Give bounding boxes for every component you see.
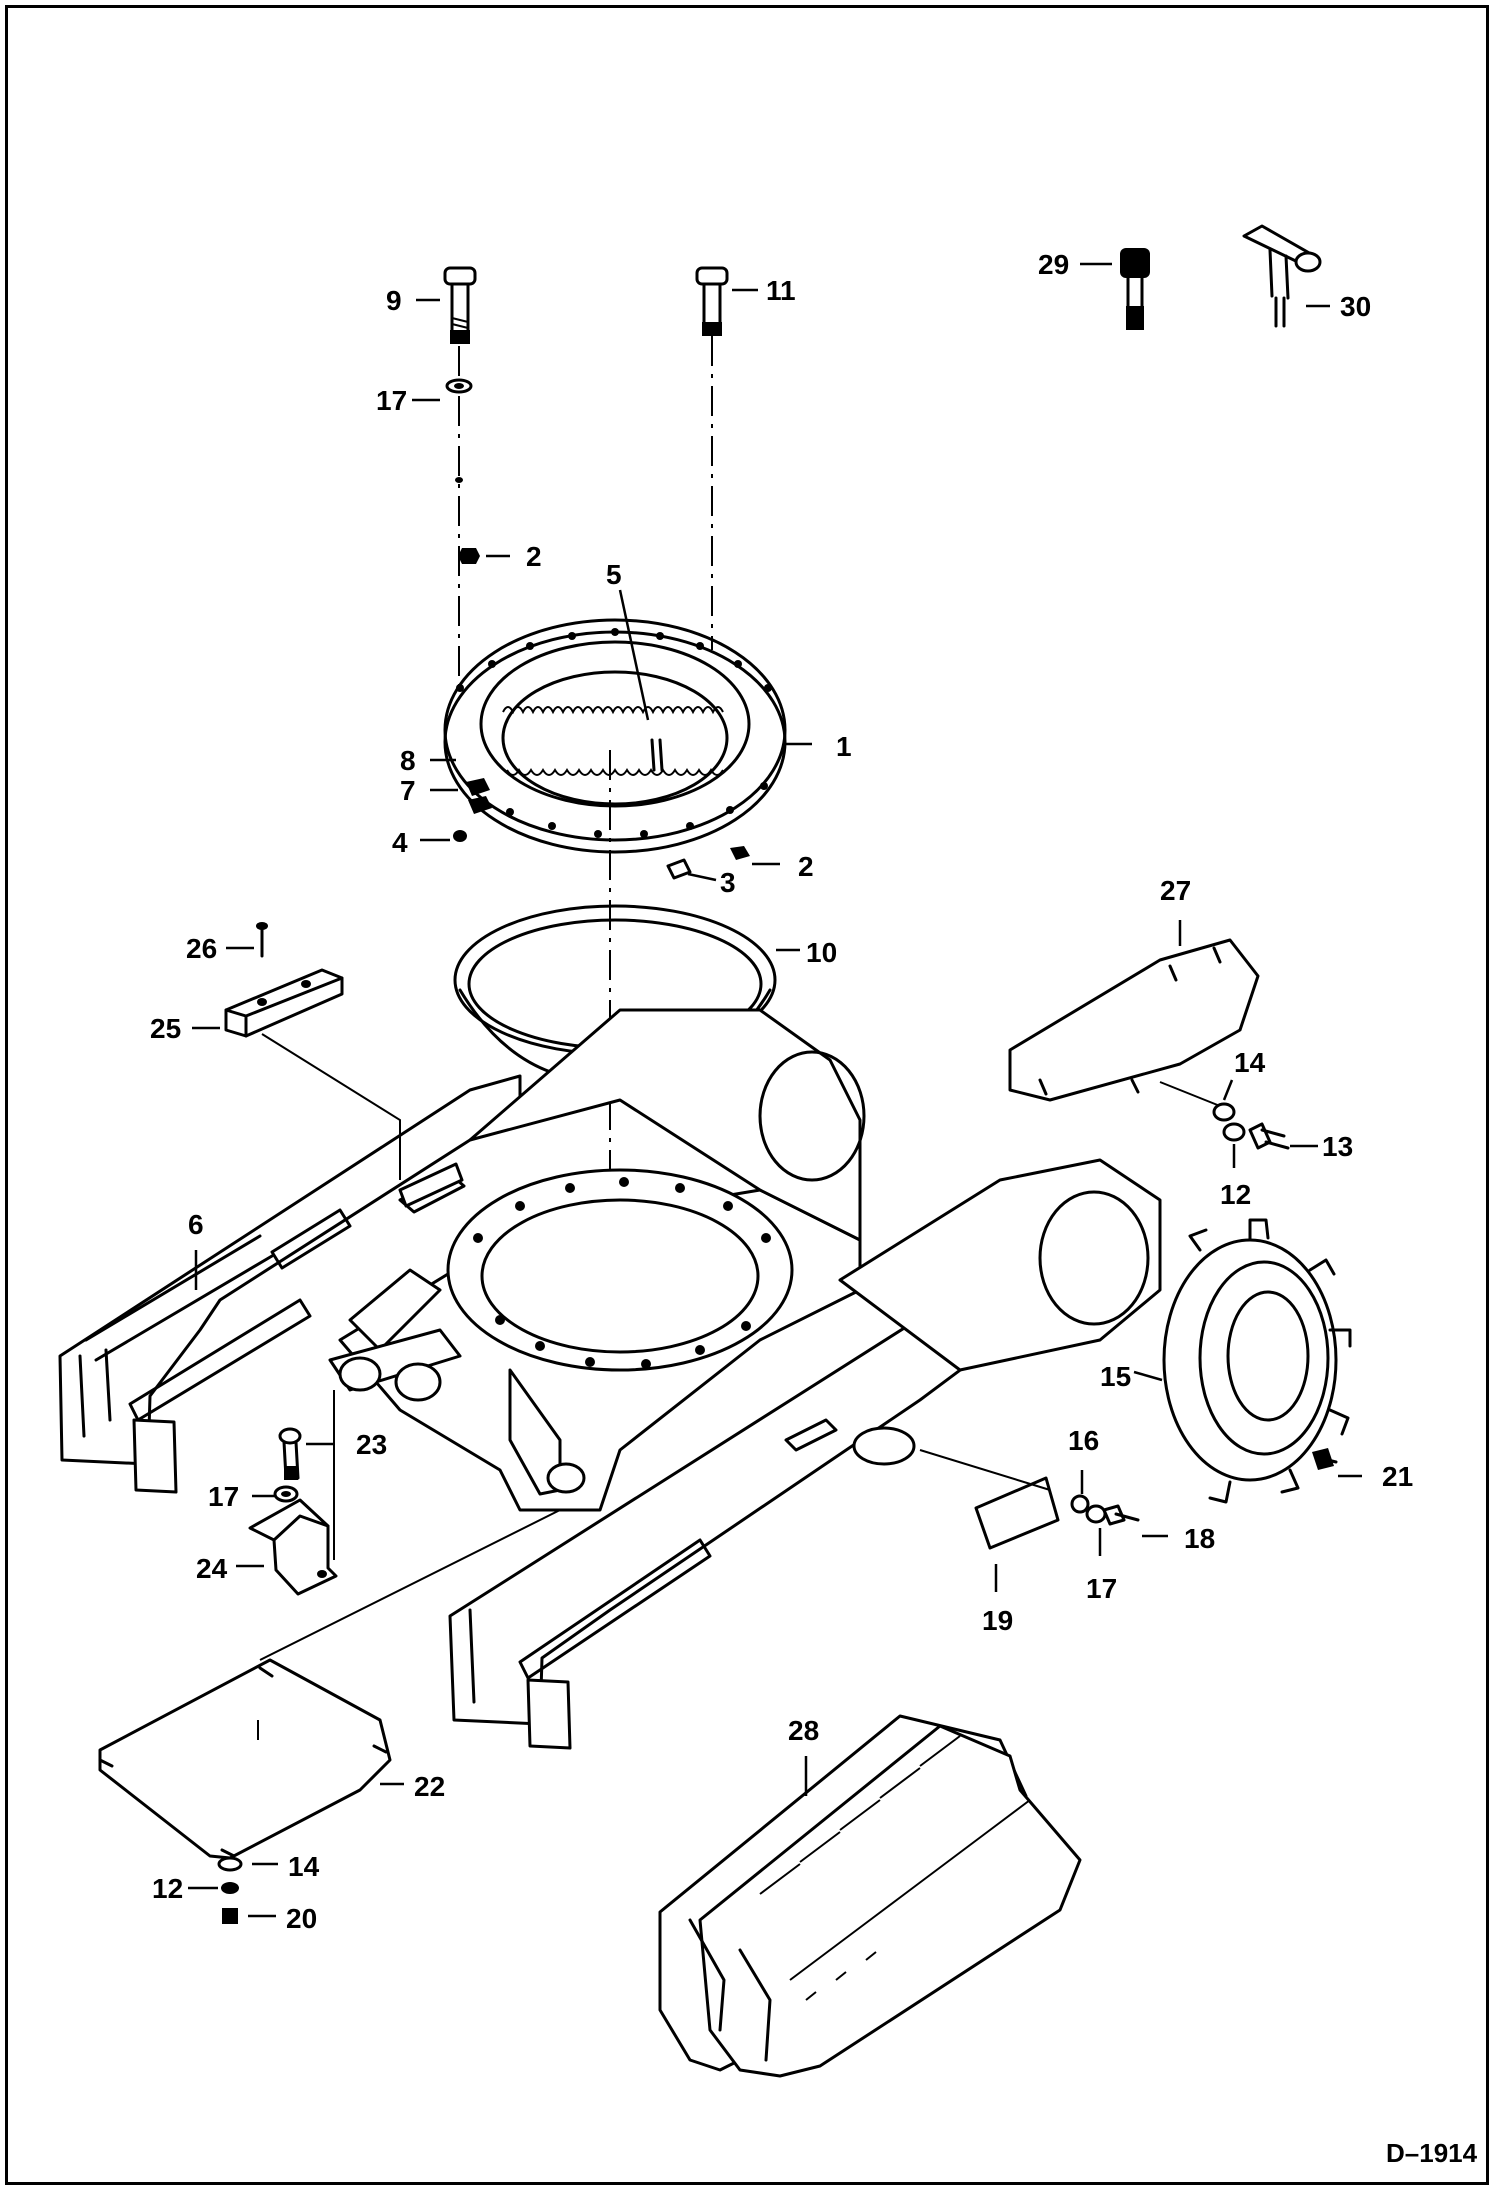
sprocket-15-part [1162, 1218, 1352, 1504]
callout-14-left: 14 [288, 1851, 320, 1882]
callout-7: 7 [400, 775, 416, 806]
cover-27-part [1008, 938, 1260, 1102]
bolt-23-part [278, 1427, 302, 1480]
bolt-29-part [1120, 248, 1150, 330]
swing-bearing-1-part [443, 618, 787, 854]
callout-17-top: 17 [376, 385, 407, 416]
dowel-3-part [666, 858, 692, 880]
bolt-9-part [443, 266, 477, 344]
callout-4: 4 [392, 827, 408, 858]
bolt-11-part [695, 266, 729, 336]
callout-26: 26 [186, 933, 217, 964]
callout-1: 1 [836, 731, 852, 762]
plate-19-part [974, 1476, 1060, 1550]
washer-17-right-part [1085, 1504, 1107, 1524]
under-cover-22-part [98, 1658, 392, 1860]
grease-fitting-7-8-part [466, 778, 492, 814]
callout-15: 15 [1100, 1361, 1131, 1392]
callout-9: 9 [386, 285, 402, 316]
callout-11: 11 [766, 275, 796, 306]
callout-18: 18 [1184, 1523, 1215, 1554]
rubber-track-28-part [658, 1714, 1082, 2078]
callout-2-lower: 2 [798, 851, 814, 882]
pin-5-part [650, 738, 664, 772]
callout-27: 27 [1160, 875, 1191, 906]
washer-12-left-part [221, 1882, 239, 1894]
callout-20: 20 [286, 1903, 317, 1934]
callout-14-right: 14 [1234, 1047, 1266, 1078]
callout-17-right: 17 [1086, 1573, 1117, 1604]
callout-22: 22 [414, 1771, 445, 1802]
callout-28: 28 [788, 1715, 819, 1746]
plug-4-part [453, 830, 467, 842]
bolt-26-part [256, 922, 268, 958]
callout-23: 23 [356, 1429, 387, 1460]
callout-30: 30 [1340, 291, 1371, 322]
callout-8: 8 [400, 745, 416, 776]
washer-12-right-part [1222, 1122, 1246, 1142]
washer-16-part [1070, 1494, 1090, 1514]
washer-17-left-part [273, 1485, 299, 1503]
callout-12-left: 12 [152, 1873, 183, 1904]
callout-3: 3 [720, 867, 736, 898]
figure-reference: D–1914 [1386, 2138, 1478, 2168]
callout-10: 10 [806, 937, 837, 968]
nut-2-top-part [458, 548, 480, 564]
callout-29: 29 [1038, 249, 1069, 280]
washer-14-left-part [217, 1856, 243, 1872]
bolt-13-part [1248, 1122, 1290, 1150]
nut-2-lower-part [730, 846, 750, 860]
callout-6: 6 [188, 1209, 204, 1240]
callout-25: 25 [150, 1013, 181, 1044]
callout-17-left: 17 [208, 1481, 239, 1512]
callout-13: 13 [1322, 1131, 1353, 1162]
track-frame-6-part [58, 1008, 1162, 1750]
bracket-24-part [248, 1498, 338, 1596]
bolt-18-part [1102, 1504, 1140, 1526]
washer-14-right-part [1212, 1102, 1236, 1122]
callout-16: 16 [1068, 1425, 1099, 1456]
callout-24: 24 [196, 1553, 228, 1584]
t-handle-tool-30-part [1242, 224, 1322, 328]
bolt-20-part [222, 1908, 238, 1924]
callout-12-right: 12 [1220, 1179, 1251, 1210]
callout-19: 19 [982, 1605, 1013, 1636]
callout-2-top: 2 [526, 541, 542, 572]
bolt-21-part [1312, 1448, 1338, 1470]
pad-25-part [224, 968, 344, 1038]
callout-5: 5 [606, 559, 622, 590]
callout-21: 21 [1382, 1461, 1413, 1492]
